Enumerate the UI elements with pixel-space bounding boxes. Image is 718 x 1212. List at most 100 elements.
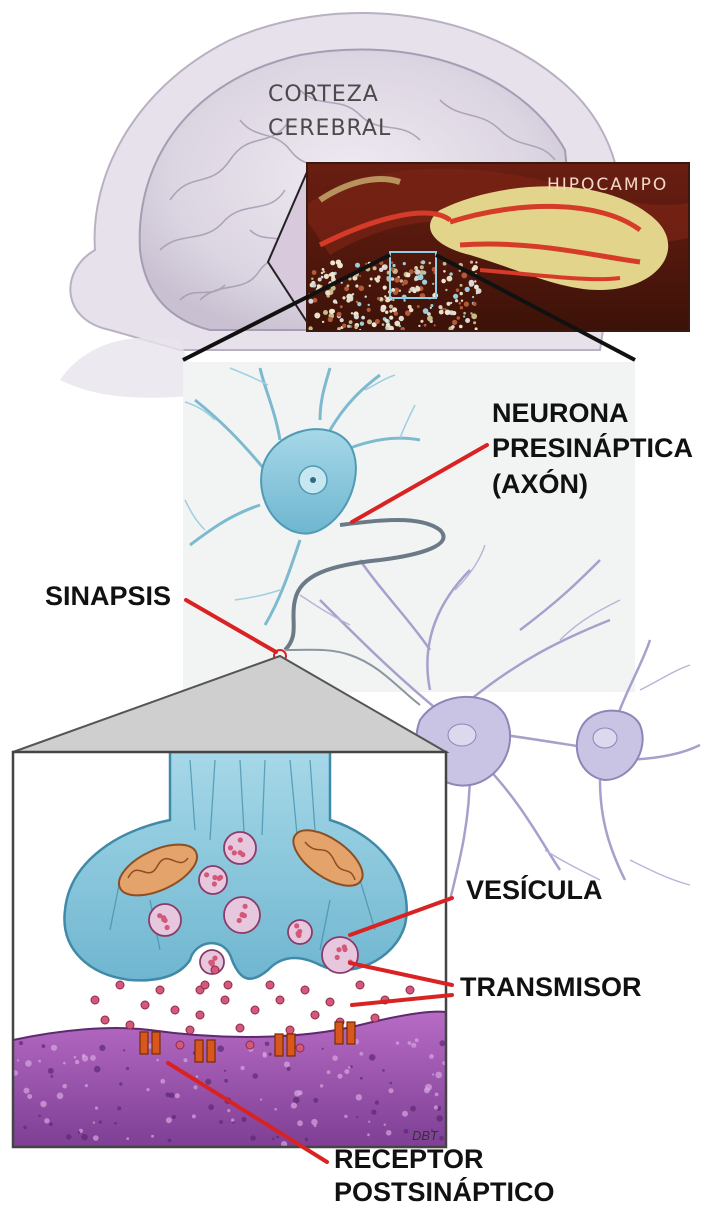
hippocampus-cell-dot [409,308,413,312]
postsynaptic-texture-dot [94,1066,101,1073]
hippocampus-cell-dot [324,274,329,279]
postsynaptic-texture-dot [350,1065,353,1068]
transmitter-molecule [371,1014,379,1022]
hippocampus-cell-dot [370,278,373,281]
postsynaptic-texture-dot [311,1119,317,1125]
postsynaptic-texture-dot [320,1084,323,1087]
postsynaptic-texture-dot [48,1068,54,1074]
transmitter-molecule [141,1001,149,1009]
hippocampus-cell-dot [368,304,370,306]
postsynaptic-texture-dot [66,1134,72,1140]
postsynaptic-texture-dot [93,1135,99,1141]
postsynaptic-texture-dot [274,1108,277,1111]
transmitter-molecule [101,1016,109,1024]
hippocampus-cell-dot [354,314,359,319]
hippocampus-cell-dot [342,324,346,328]
hippocampus-cell-dot [377,297,380,300]
hippocampus-cell-dot [379,268,383,272]
hippocampus-cell-dot [408,291,410,293]
hippocampus-cell-dot [321,272,323,274]
transmitter-molecule [406,986,414,994]
postsynaptic-texture-dot [146,1088,149,1091]
synapse-detail: DBT [12,752,446,1147]
hippocampus-cell-dot [445,310,451,316]
transmitter-molecule [236,1024,244,1032]
postsynaptic-texture-dot [126,1137,129,1140]
hippocampus-cell-dot [386,323,391,328]
postsynaptic-texture-dot [322,1048,324,1050]
hippocampus-cell-dot [460,292,463,295]
postsynaptic-texture-dot [99,1121,102,1124]
transmitter-molecule [91,996,99,1004]
hippocampus-cell-dot [367,319,372,324]
postsynaptic-texture-dot [194,1085,198,1089]
hippocampus-cell-dot [394,311,398,315]
cortex-label-line1: CORTEZA [268,82,379,107]
postsynaptic-texture-dot [359,1052,363,1056]
transmitter-molecule [246,1041,254,1049]
postsynaptic-texture-dot [168,1139,172,1143]
hippocampus-cell-dot [342,296,345,299]
postsynaptic-texture-dot [81,1134,88,1141]
hippocampus-cell-dot [389,310,392,313]
hippocampus-cell-dot [434,324,436,326]
postsynaptic-texture-dot [217,1045,224,1052]
postsynaptic-texture-dot [82,1055,88,1061]
postsynaptic-texture-dot [114,1122,117,1125]
postsynaptic-texture-dot [93,1122,95,1124]
hippocampus-cell-dot [470,312,472,314]
postsynaptic-texture-dot [327,1070,331,1074]
postsynaptic-texture-dot [62,1084,67,1089]
postsynaptic-texture-dot [439,1040,445,1046]
hippocampus-cell-dot [452,320,457,325]
hippocampus-cell-dot [336,260,341,265]
hippocampus-cell-dot [376,278,380,282]
hippocampus-cell-dot [392,264,395,267]
postsynaptic-texture-dot [40,1101,46,1107]
hippocampus-cell-dot [330,272,335,277]
hippocampus-cell-dot [430,304,433,307]
hippocampus-cell-dot [459,302,462,305]
hippocampus-cell-dot [473,321,476,324]
hippocampus-cell-dot [394,277,400,283]
hippocampus-cell-dot [460,306,463,309]
hippocampus-cell-dot [400,318,403,321]
vesicle [288,920,312,944]
postsynaptic-texture-dot [298,1090,303,1095]
hippocampus-cell-dot [427,312,431,316]
postsynaptic-texture-dot [38,1060,41,1063]
transmitter-molecule [196,1011,204,1019]
hippocampus-cell-dot [323,310,328,315]
hippocampus-cell-dot [311,278,313,280]
hippocampus-cell-dot [308,299,313,304]
hippocampus-cell-dot [470,261,473,264]
postsynaptic-texture-dot [151,1135,154,1138]
artist-signature: DBT [412,1128,439,1143]
vesicle [224,897,260,933]
transmitter-molecule [311,1011,319,1019]
hippocampus-cell-dot [420,320,423,323]
postsynaptic-texture-dot [169,1093,175,1099]
postsynaptic-texture-dot [44,1118,49,1123]
postsynaptic-texture-dot [276,1136,279,1139]
postsynaptic-texture-dot [242,1117,247,1122]
hippocampus-cell-dot [474,280,476,282]
neurona-label-line1: NEURONA [492,398,629,428]
postsynaptic-texture-dot [160,1079,165,1084]
hippocampus-cell-dot [312,284,315,287]
hippocampus-cell-dot [330,260,335,265]
hippocampus-cell-dot [385,319,389,323]
hippocampus-cell-dot [450,302,452,304]
postsynaptic-texture-dot [429,1054,434,1059]
postsynaptic-texture-dot [371,1110,376,1115]
postsynaptic-texture-dot [117,1106,121,1110]
postsynaptic-texture-dot [404,1129,409,1134]
postsynaptic-texture-dot [356,1094,362,1100]
postsynaptic-texture-dot [240,1066,244,1070]
hippocampus-cell-dot [351,312,353,314]
postsynaptic-texture-dot [305,1138,309,1142]
transmitter-molecule [156,986,164,994]
hippocampus-cell-dot [347,325,350,328]
hippocampus-cell-dot [369,285,371,287]
